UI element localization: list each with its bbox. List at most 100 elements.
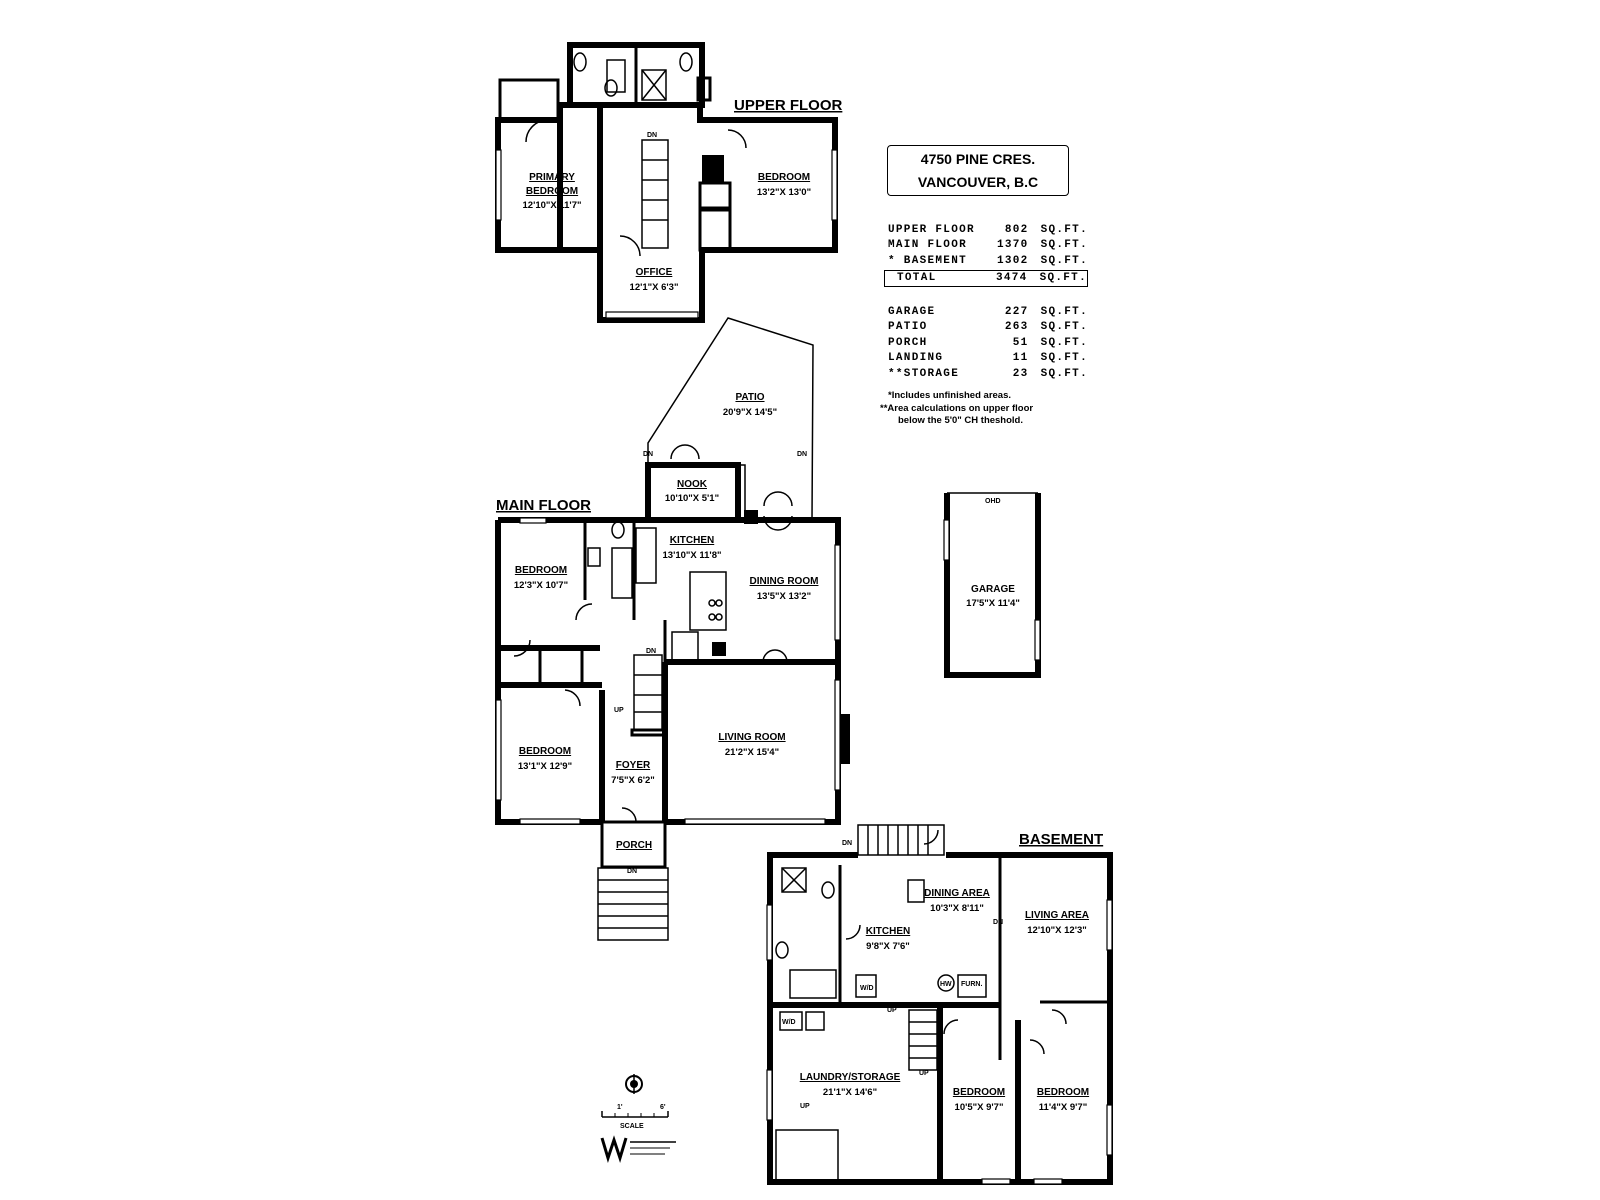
foyer-dim: 7'5"X 6'2" <box>611 775 655 786</box>
main-bedroom-2-name: BEDROOM <box>519 746 571 757</box>
kitchen-name: KITCHEN <box>670 535 714 546</box>
upper-primary-dim: 12'10"X 11'7" <box>523 200 582 211</box>
basement-wd-kitchen: W/D <box>860 985 874 992</box>
compass-icon <box>625 1074 643 1094</box>
logo <box>600 1135 676 1163</box>
area-total-name: TOTAL <box>897 272 937 285</box>
patio-dn-right: DN <box>797 451 807 458</box>
nook-name: NOOK <box>677 479 708 490</box>
porch-name: PORCH <box>616 840 652 851</box>
main-floor <box>495 317 850 941</box>
kitchen-dim: 13'10"X 11'8" <box>663 550 722 561</box>
foyer-name: FOYER <box>616 760 651 771</box>
main-bedroom-1-name: BEDROOM <box>515 565 567 576</box>
garage <box>943 492 1041 678</box>
living-room-name: LIVING ROOM <box>718 732 785 743</box>
area-notes: *Includes unfinished areas. **Area calcu… <box>880 390 1080 428</box>
area-total-unit: SQ.FT. <box>1039 272 1087 285</box>
scale-min: 1' <box>617 1104 623 1111</box>
upper-office-dim: 12'1"X 6'3" <box>630 282 679 293</box>
area-value: 1302 <box>996 254 1029 267</box>
area-name: PATIO <box>888 321 928 334</box>
area-value: 802 <box>1004 223 1029 236</box>
scale-label: SCALE <box>620 1123 644 1130</box>
main-stair-up: UP <box>614 707 624 714</box>
basement-bedroom-2-name: BEDROOM <box>1037 1087 1089 1098</box>
area-row-main: MAIN FLOOR 1370 SQ.FT. <box>888 238 1088 254</box>
nook-dim: 10'10"X 5'1" <box>665 493 719 504</box>
area-name: PORCH <box>888 336 928 349</box>
area-row-garage: GARAGE 227 SQ.FT. <box>888 304 1088 320</box>
upper-office-name: OFFICE <box>636 267 673 278</box>
basement-label: BASEMENT <box>1019 831 1103 848</box>
patio-dn-left: DN <box>643 451 653 458</box>
upper-dn-marker: DN <box>647 132 657 139</box>
area-unit: SQ.FT. <box>1040 223 1088 236</box>
area-value: 227 <box>1004 305 1029 318</box>
scale-bar <box>601 1111 669 1118</box>
upper-bedroom-name: BEDROOM <box>758 172 810 183</box>
basement-bedroom-2-dim: 11'4"X 9'7" <box>1039 1102 1087 1113</box>
basement-dining-dim: 10'3"X 8'11" <box>930 903 984 914</box>
area-row-upper: UPPER FLOOR 802 SQ.FT. <box>888 222 1088 238</box>
area-row-basement: * BASEMENT 1302 SQ.FT. <box>888 253 1088 269</box>
area-value: 51 <box>1012 336 1029 349</box>
area-row-storage: **STORAGE 23 SQ.FT. <box>888 366 1088 382</box>
garage-dim: 17'5"X 11'4" <box>966 598 1020 609</box>
dining-room-dim: 13'5"X 13'2" <box>757 591 811 602</box>
scale-max: 6' <box>660 1104 666 1111</box>
area-unit: SQ.FT. <box>1040 254 1088 267</box>
upper-bedroom-dim: 13'2"X 13'0" <box>757 187 811 198</box>
upper-floor <box>495 42 838 323</box>
area-value: 11 <box>1012 352 1029 365</box>
area-value: 263 <box>1004 321 1029 334</box>
basement-hw: HW <box>940 981 952 988</box>
main-floor-label: MAIN FLOOR <box>496 497 591 514</box>
area-value: 1370 <box>996 239 1029 252</box>
area-name: **STORAGE <box>888 367 960 380</box>
address-line-2: VANCOUVER, B.C <box>917 174 1039 190</box>
upper-primary-name-2: BEDROOM <box>526 186 578 197</box>
basement-bedroom-1-name: BEDROOM <box>953 1087 1005 1098</box>
upper-primary-name-1: PRIMARY <box>529 172 575 183</box>
main-stair-dn: DN <box>646 648 656 655</box>
basement-living-dn: DN <box>993 919 1003 926</box>
basement-living-name: LIVING AREA <box>1025 910 1089 921</box>
area-unit: SQ.FT. <box>1040 336 1088 349</box>
basement-laundry-name: LAUNDRY/STORAGE <box>800 1072 901 1083</box>
basement-kitchen-name: KITCHEN <box>866 926 910 937</box>
basement-living-dim: 12'10"X 12'3" <box>1027 925 1087 936</box>
garage-name: GARAGE <box>971 584 1015 595</box>
patio-dim: 20'9"X 14'5" <box>723 407 777 418</box>
area-name: LANDING <box>888 352 944 365</box>
area-unit: SQ.FT. <box>1040 367 1088 380</box>
area-summary: UPPER FLOOR 802 SQ.FT. MAIN FLOOR 1370 S… <box>884 222 1088 382</box>
basement-up-3: UP <box>800 1103 810 1110</box>
basement-up-2: UP <box>919 1070 929 1077</box>
basement <box>766 824 1113 1185</box>
patio-name: PATIO <box>735 392 764 403</box>
area-unit: SQ.FT. <box>1040 352 1088 365</box>
area-row-porch: PORCH 51 SQ.FT. <box>888 335 1088 351</box>
area-note-2: **Area calculations on upper floor <box>880 402 1034 414</box>
area-total-value: 3474 <box>995 272 1028 285</box>
area-unit: SQ.FT. <box>1040 321 1088 334</box>
area-name: GARAGE <box>888 305 936 318</box>
area-note-1: *Includes unfinished areas. <box>888 390 1012 401</box>
porch-dn: DN <box>627 868 637 875</box>
basement-kitchen-dim: 9'8"X 7'6" <box>866 941 910 952</box>
upper-floor-label: UPPER FLOOR <box>734 97 843 114</box>
area-row-total: TOTAL 3474 SQ.FT. <box>884 269 1088 287</box>
basement-furnace: FURN. <box>961 981 982 988</box>
area-name: MAIN FLOOR <box>888 239 968 252</box>
area-row-landing: LANDING 11 SQ.FT. <box>888 351 1088 367</box>
living-room-dim: 21'2"X 15'4" <box>725 747 779 758</box>
area-note-3: below the 5'0" CH theshold. <box>898 415 1023 426</box>
main-bedroom-2-dim: 13'1"X 12'9" <box>518 761 572 772</box>
address-line-1: 4750 PINE CRES. <box>920 151 1036 167</box>
basement-laundry-dim: 21'1"X 14'6" <box>823 1087 877 1098</box>
main-bedroom-1-dim: 12'3"X 10'7" <box>514 580 568 591</box>
dining-room-name: DINING ROOM <box>750 576 819 587</box>
basement-up-1: UP <box>887 1007 897 1014</box>
